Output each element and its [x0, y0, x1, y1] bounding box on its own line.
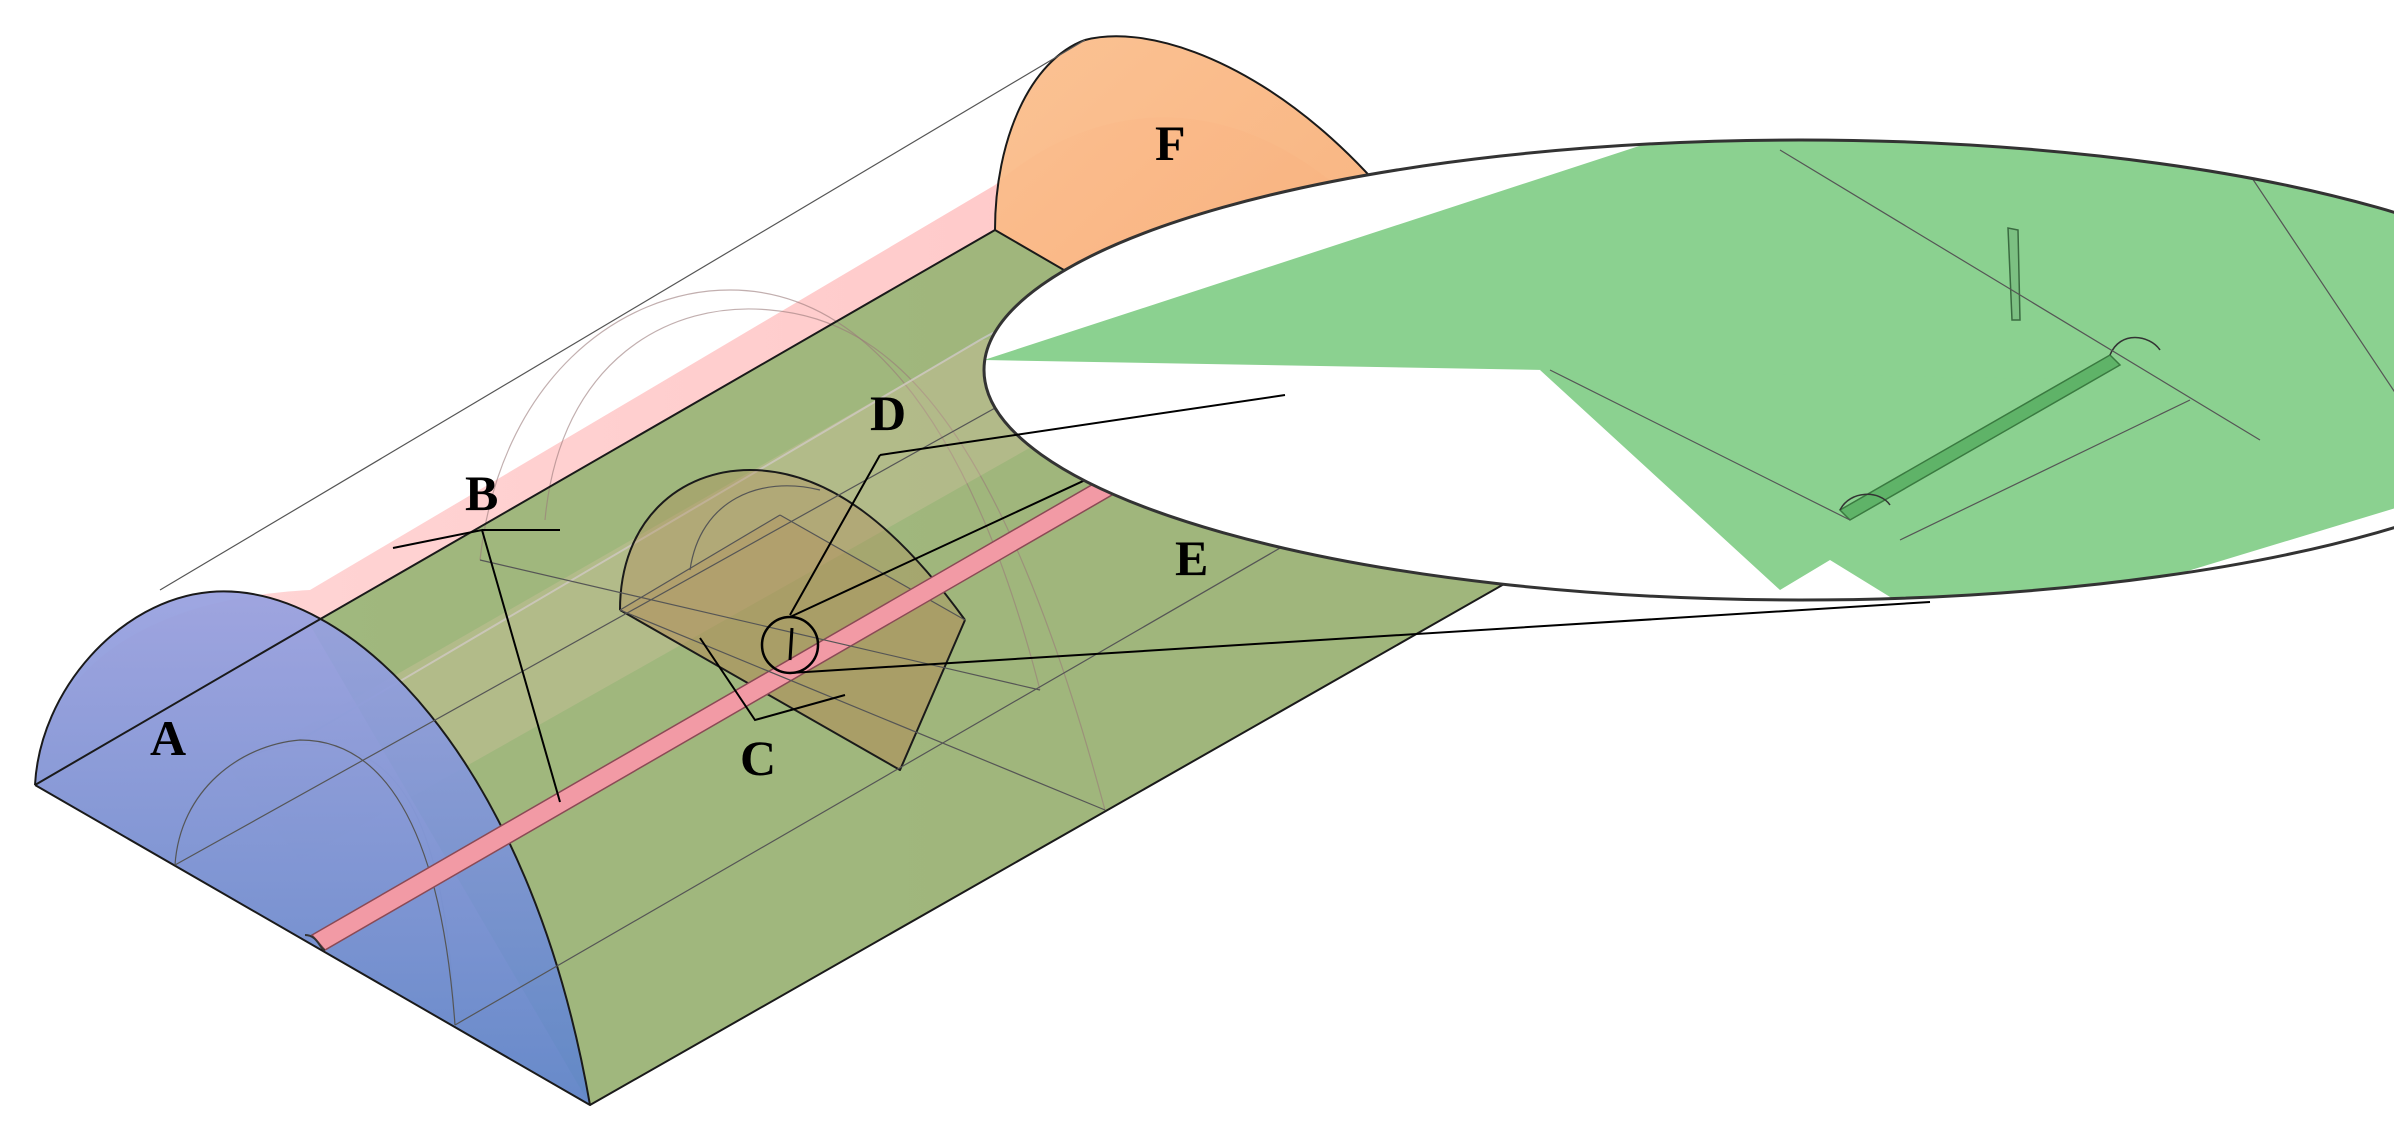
- label-b: B: [465, 465, 498, 521]
- leader-b: [392, 528, 561, 803]
- label-c: C: [740, 730, 776, 786]
- zoom-inset-outline: [982, 138, 2394, 602]
- label-a: A: [150, 710, 186, 766]
- dome-top-line: [159, 39, 1086, 591]
- label-d: D: [870, 385, 906, 441]
- leader-c: [699, 637, 846, 722]
- zoom-slot: [1838, 354, 2122, 521]
- zoom-slot-notch-left: [1839, 493, 1891, 511]
- zoom-source-marker: [788, 627, 794, 661]
- zoom-grid-lines: [1549, 140, 2394, 541]
- leader-d: [789, 394, 1286, 616]
- zoom-slot-notch-right: [2109, 336, 2161, 356]
- refinement-dome-c: [620, 470, 965, 620]
- slot-notch: [304, 934, 326, 951]
- label-f: F: [1155, 115, 1186, 171]
- inner-arc-1: [479, 289, 1041, 691]
- inlet-face-outline: [34, 590, 591, 1106]
- ground-grid-lines: [174, 329, 1416, 1026]
- refinement-box-back: [779, 514, 966, 621]
- refinement-box-edges: [619, 609, 966, 771]
- refinement-dome-outline: [619, 469, 966, 621]
- zoom-inset: [982, 138, 2394, 602]
- refinement-box-left: [619, 514, 781, 611]
- refinement-dome-outline-2: [689, 485, 821, 571]
- inlet-face-a: [35, 591, 590, 1105]
- label-e: E: [1175, 530, 1208, 586]
